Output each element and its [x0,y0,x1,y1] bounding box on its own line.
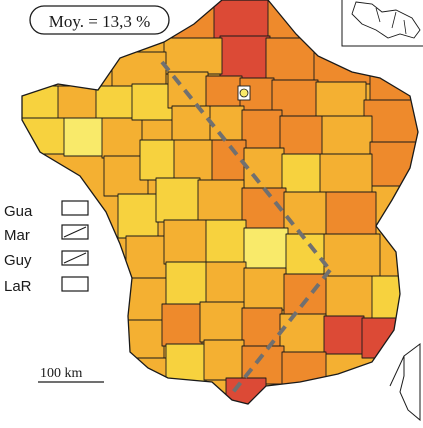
department-region [57,85,97,121]
inset-map-shape [351,1,421,39]
department-region [117,193,159,239]
department-region [283,191,329,237]
overseas-hatch [63,252,87,264]
overseas-hatch [63,226,87,238]
department-region [127,277,169,323]
department-region [243,267,287,311]
department-region [315,81,367,119]
paris-inset [237,85,251,101]
department-region [281,153,323,195]
corsica-outline [399,343,421,422]
average-label: Moy. = 13,3 % [49,12,151,31]
department-region [209,105,245,143]
department-region [363,99,418,145]
department-region [219,35,271,79]
department-region [225,377,267,404]
department-region [63,117,105,157]
overseas-box [61,200,89,216]
scale-label: 100 km [40,366,83,381]
department-region [319,153,373,195]
department-region [205,75,243,107]
department-region [279,313,327,355]
department-region [123,319,165,361]
corsica-leader-line [389,355,405,387]
department-region [205,261,247,305]
department-region [22,117,67,155]
paris-dot [239,88,249,98]
department-region [199,301,245,343]
department-region [22,85,61,121]
department-region [203,339,245,381]
department-region [279,115,325,157]
department-region [161,303,203,347]
department-region [283,273,329,317]
department-region [369,57,418,103]
top-right-inset [341,0,423,47]
overseas-item-mar: Mar [4,224,89,244]
overseas-item-gua: Gua [4,200,89,220]
department-region [173,139,215,181]
department-region [101,117,143,159]
department-region [241,307,283,349]
department-region [241,109,283,151]
department-region [313,43,375,85]
department-region [323,315,365,355]
department-region [197,179,245,223]
average-badge: Moy. = 13,3 % [29,5,170,35]
department-region [125,235,167,281]
department-region [163,37,223,75]
department-region [127,357,169,395]
department-region [163,219,209,265]
divider-line-south [228,268,332,398]
overseas-item-guy: Guy [4,250,89,269]
average-badge-frame [29,5,170,35]
department-region [265,37,317,83]
department-region [325,275,375,319]
department-region [325,191,377,237]
department-region [243,227,289,271]
department-region [171,105,213,143]
divider-line-north [160,60,332,272]
department-region [155,177,201,223]
overseas-box [61,276,89,292]
department-region [165,261,209,307]
overseas-item-lar: LaR [4,276,89,295]
country-outline [21,0,419,405]
overseas-legend: Gua Mar Guy LaR [4,200,89,295]
scale-bar: 100 km [38,366,104,383]
department-region [321,115,373,157]
overseas-label: Guy [4,252,32,269]
department-region [93,85,135,121]
department-region [131,83,175,121]
department-region [209,0,271,41]
department-region [285,233,327,277]
department-region [323,233,381,279]
department-region [205,219,247,265]
overseas-label: Gua [4,203,33,220]
overseas-label: LaR [4,278,32,295]
overseas-label: Mar [4,227,30,244]
department-region [139,139,177,181]
department-region [243,147,285,191]
department-region [163,0,215,41]
inset-map-borders [375,7,407,35]
department-region [267,0,329,41]
department-region [361,317,413,359]
